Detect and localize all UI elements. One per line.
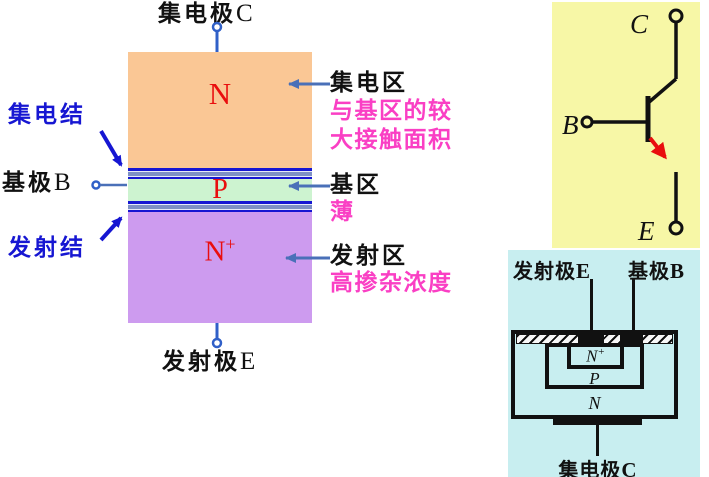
cs-emitter-contact-line	[590, 279, 593, 337]
emitter-region-label: 发射区	[330, 243, 408, 269]
symbol-emitter-node	[668, 220, 684, 236]
base-region: P	[128, 174, 312, 205]
collector-junction-arrow	[99, 129, 123, 167]
symbol-base-letter: B	[562, 110, 579, 140]
base-region-note: 薄	[330, 199, 355, 225]
emitter-terminal-letter: E	[240, 348, 256, 375]
cs-collector-contact-line	[596, 425, 599, 456]
cs-collector-pad	[553, 418, 642, 425]
emitter-junction-label: 发射结	[8, 235, 86, 261]
emitter-region: N+	[128, 212, 312, 323]
cs-base-label: 基极B	[628, 259, 686, 283]
emitter-terminal-cn: 发射极	[162, 349, 240, 375]
collector-junction-label: 集电结	[8, 102, 86, 128]
emitter-terminal-label: 发射极E	[162, 348, 256, 375]
base-region-label: 基区	[330, 172, 382, 198]
symbol-emitter-arrow	[648, 136, 667, 160]
symbol-collector-node	[668, 8, 684, 24]
base-terminal-label: 基极B	[2, 169, 71, 196]
emitter-region-letter: N+	[204, 234, 236, 268]
collector-region-note-line2: 大接触面积	[330, 127, 453, 153]
base-terminal-cn: 基极	[2, 170, 54, 196]
cs-emitter-label: 发射极E	[513, 259, 592, 283]
collector-region-label: 集电区	[330, 70, 408, 96]
collector-terminal-cn: 集电极	[158, 1, 236, 27]
cs-nplus-region	[567, 343, 624, 369]
base-lead-node	[91, 180, 101, 190]
cs-collector-label: 集电极C	[558, 458, 638, 477]
cs-nplus-letter: N+	[586, 346, 605, 366]
collector-region-note-line1: 与基区的较	[330, 98, 453, 124]
collector-junction-bar	[128, 168, 312, 179]
cs-n-letter: N	[588, 393, 601, 413]
collector-terminal-letter: C	[236, 0, 253, 27]
cs-emitter-pad	[578, 333, 604, 344]
emitter-junction-bar	[128, 201, 312, 212]
collector-terminal-label: 集电极C	[158, 0, 253, 27]
cross-section-panel: 发射极E 基极B N+ P N 集电极C	[508, 250, 700, 477]
npn-symbol: C B E	[562, 8, 684, 246]
symbol-emitter-letter: E	[637, 216, 655, 246]
cs-base-pad	[620, 333, 643, 344]
cs-p-letter: P	[589, 369, 600, 388]
emitter-junction-arrow	[99, 216, 123, 242]
emitter-lead-node	[211, 337, 223, 349]
symbol-collector-letter: C	[630, 9, 649, 39]
base-terminal-letter: B	[54, 169, 71, 196]
symbol-collector-branch	[646, 77, 678, 105]
base-region-letter: P	[212, 174, 228, 205]
collector-region: N	[128, 52, 312, 168]
cs-n-body	[511, 330, 678, 419]
transistor-symbol-panel: C B E	[552, 2, 700, 248]
collector-region-letter: N	[208, 76, 232, 111]
emitter-region-note: 高掺杂浓度	[330, 270, 453, 296]
symbol-base-node	[580, 115, 594, 129]
cs-base-contact-line	[632, 279, 635, 337]
